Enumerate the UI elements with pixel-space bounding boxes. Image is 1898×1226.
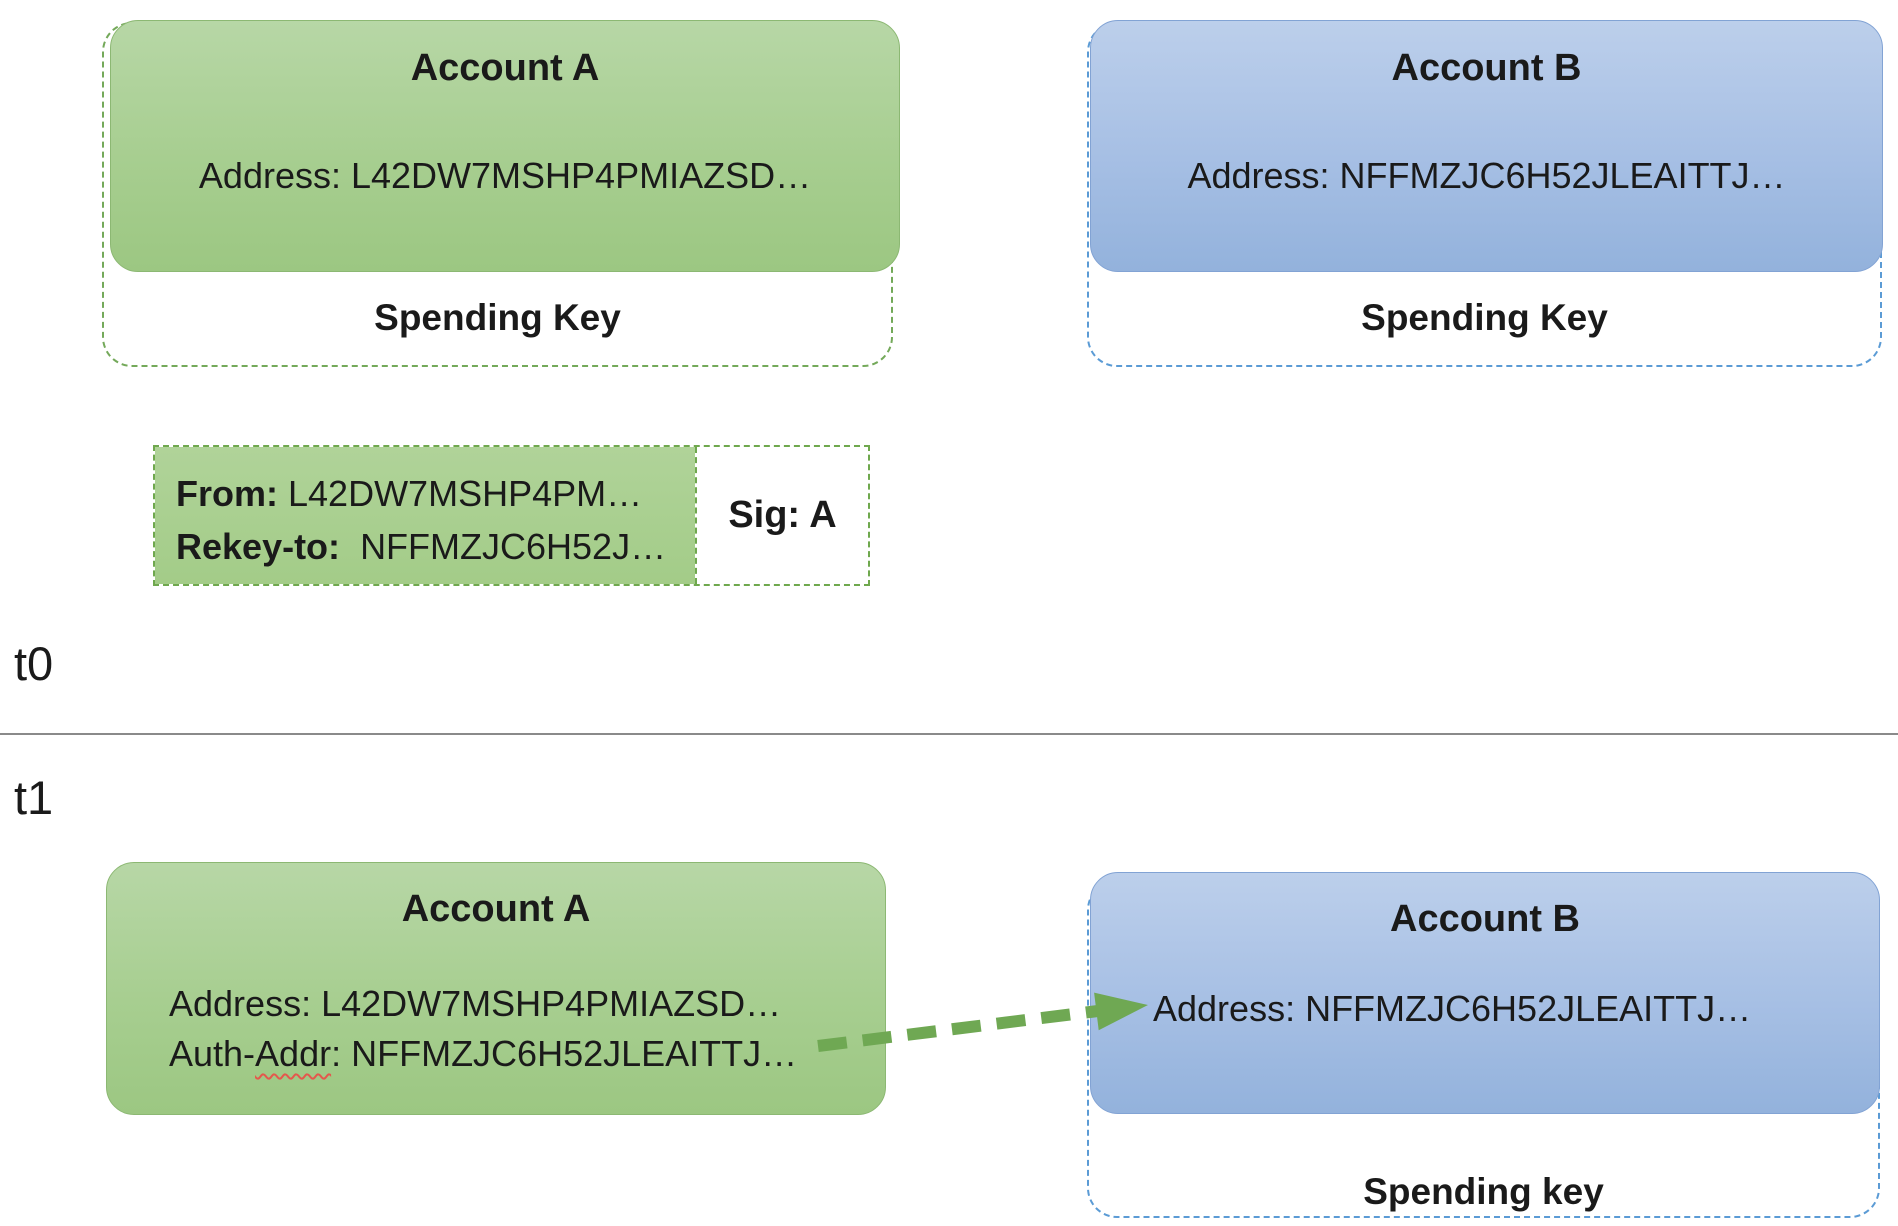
auth-addr-prefix: Auth-	[169, 1033, 256, 1074]
time-label-t1: t1	[14, 771, 54, 824]
account-a-auth-addr: Auth-Addr: NFFMZJC6H52JLEAITTJ…	[169, 1032, 797, 1076]
account-b-title: Account B	[1391, 47, 1582, 89]
transaction-signature: Sig: A	[728, 494, 837, 536]
transaction-signature-divider	[695, 447, 697, 584]
transaction-rekey-line: Rekey-to: NFFMZJC6H52J…	[176, 525, 666, 569]
account-b-address: Address: NFFMZJC6H52JLEAITTJ…	[1153, 988, 1752, 1029]
account-a-address: Address: L42DW7MSHP4PMIAZSD…	[169, 983, 782, 1024]
account-b-box-t0: Account B Address: NFFMZJC6H52JLEAITTJ…	[1090, 20, 1883, 272]
account-a-title: Account A	[401, 888, 591, 930]
spending-key-label: Spending Key	[1361, 297, 1608, 338]
transaction-from-line: From: L42DW7MSHP4PM…	[176, 472, 642, 516]
rekey-arrow	[817, 992, 1148, 1052]
transaction-payload: From: L42DW7MSHP4PM… Rekey-to: NFFMZJC6H…	[155, 447, 695, 584]
spending-key-label: Spending Key	[374, 297, 621, 338]
account-a-box-t1: Account A Address: L42DW7MSHP4PMIAZSD… A…	[106, 862, 886, 1115]
auth-addr-suffix: : NFFMZJC6H52JLEAITTJ…	[331, 1033, 798, 1074]
rekey-to-label: Rekey-to:	[176, 526, 341, 567]
from-label: From:	[176, 473, 278, 514]
account-a-box-t0: Account A Address: L42DW7MSHP4PMIAZSD…	[110, 20, 900, 272]
timeline-divider	[0, 733, 1898, 735]
account-a-address: Address: L42DW7MSHP4PMIAZSD…	[198, 155, 812, 196]
account-b-box-t1: Account B Address: NFFMZJC6H52JLEAITTJ…	[1090, 872, 1880, 1114]
account-a-title: Account A	[410, 47, 600, 89]
account-b-address: Address: NFFMZJC6H52JLEAITTJ…	[1187, 155, 1786, 196]
from-value: L42DW7MSHP4PM…	[288, 473, 643, 514]
time-label-t0: t0	[14, 637, 54, 690]
rekey-transaction-box: From: L42DW7MSHP4PM… Rekey-to: NFFMZJC6H…	[153, 445, 870, 586]
auth-addr-misspelled-word: Addr	[255, 1033, 332, 1074]
rekey-to-value: NFFMZJC6H52J…	[360, 526, 667, 567]
account-b-title: Account B	[1390, 898, 1580, 940]
spending-key-label: Spending key	[1363, 1171, 1604, 1212]
